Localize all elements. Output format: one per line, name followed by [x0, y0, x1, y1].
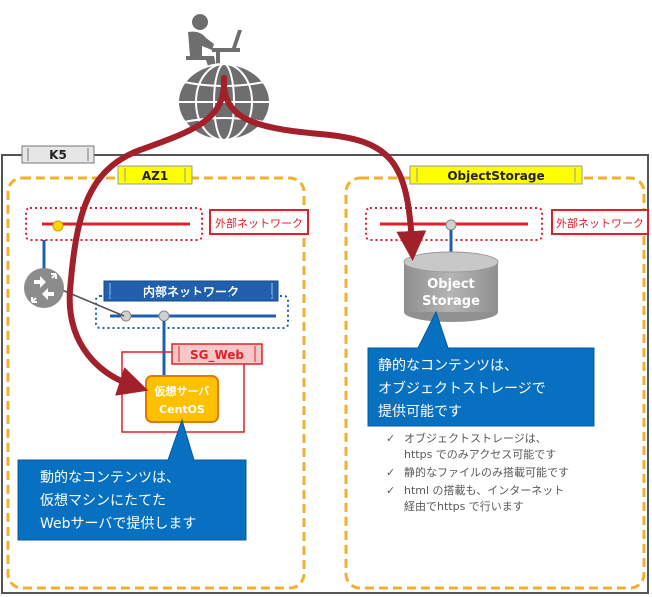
ext-net-right-port: [445, 219, 457, 231]
int-net-port-router: [120, 310, 132, 322]
bullet-1-line1: オブジェクトストレージは、: [404, 431, 547, 445]
az1-tab: AZ1: [117, 165, 193, 185]
region-k5-tab: K5: [21, 145, 95, 164]
callout-right-line2: オブジェクトストレージで: [378, 380, 546, 397]
ext-net-left-labelbox: [209, 209, 309, 235]
int-net-port-vm: [158, 310, 170, 322]
user-laptop-icon: [186, 14, 242, 66]
storage-line2: Storage: [422, 294, 480, 309]
objectstorage-label: ObjectStorage: [447, 169, 544, 183]
objectstorage-tab: ObjectStorage: [409, 165, 583, 185]
bullet-check: ✓: [386, 466, 395, 479]
bullet-list: ✓ オブジェクトストレージは、 https でのみアクセス可能です ✓ 静的なフ…: [386, 431, 569, 513]
callout-right-line3: 提供可能です: [378, 404, 462, 420]
bullet-2-line1: 静的なファイルのみ搭載可能です: [404, 465, 569, 479]
ext-net-right-box: [365, 207, 543, 241]
ext-net-right-labelbox: [551, 209, 649, 235]
bullet-check: ✓: [386, 432, 395, 445]
vm-line1: 仮想サーバ: [154, 384, 210, 398]
callout-right: [367, 310, 595, 427]
az1-label: AZ1: [142, 169, 168, 183]
callout-left-line1: 動的なコンテンツは、: [40, 470, 180, 486]
bullet-check: ✓: [386, 484, 395, 497]
bullet-3-line2: 経由でhttps で行います: [404, 499, 524, 513]
route-to-vm-arrow: [66, 75, 228, 396]
callout-right-line1: 静的なコンテンツは、: [378, 358, 518, 374]
vm-line2: CentOS: [159, 403, 205, 416]
region-k5-box: [1, 154, 649, 594]
sg-web-label: SG_Web: [190, 348, 244, 363]
ext-net-left-box: [25, 207, 203, 241]
ext-net-left-label: 外部ネットワーク: [215, 216, 303, 230]
route-to-storage-arrow: [220, 75, 427, 261]
bullet-3-line1: html の搭載も、インターネット: [404, 484, 564, 497]
sg-web-labelbox: [171, 343, 263, 365]
bullet-1-line2: https でのみアクセス可能です: [404, 447, 556, 461]
int-net-box: [95, 295, 289, 329]
storage-line1: Object: [427, 277, 475, 292]
callout-left: [17, 418, 247, 541]
callout-left-line3: Webサーバで提供します: [40, 516, 196, 532]
ext-net-left-port: [52, 220, 64, 232]
ext-net-right-label: 外部ネットワーク: [556, 216, 644, 230]
object-storage-icon: [403, 251, 499, 322]
callout-left-line2: 仮想マシンにたてた: [40, 493, 166, 509]
region-k5-label: K5: [49, 148, 67, 162]
int-net-labelbox: [103, 280, 279, 302]
